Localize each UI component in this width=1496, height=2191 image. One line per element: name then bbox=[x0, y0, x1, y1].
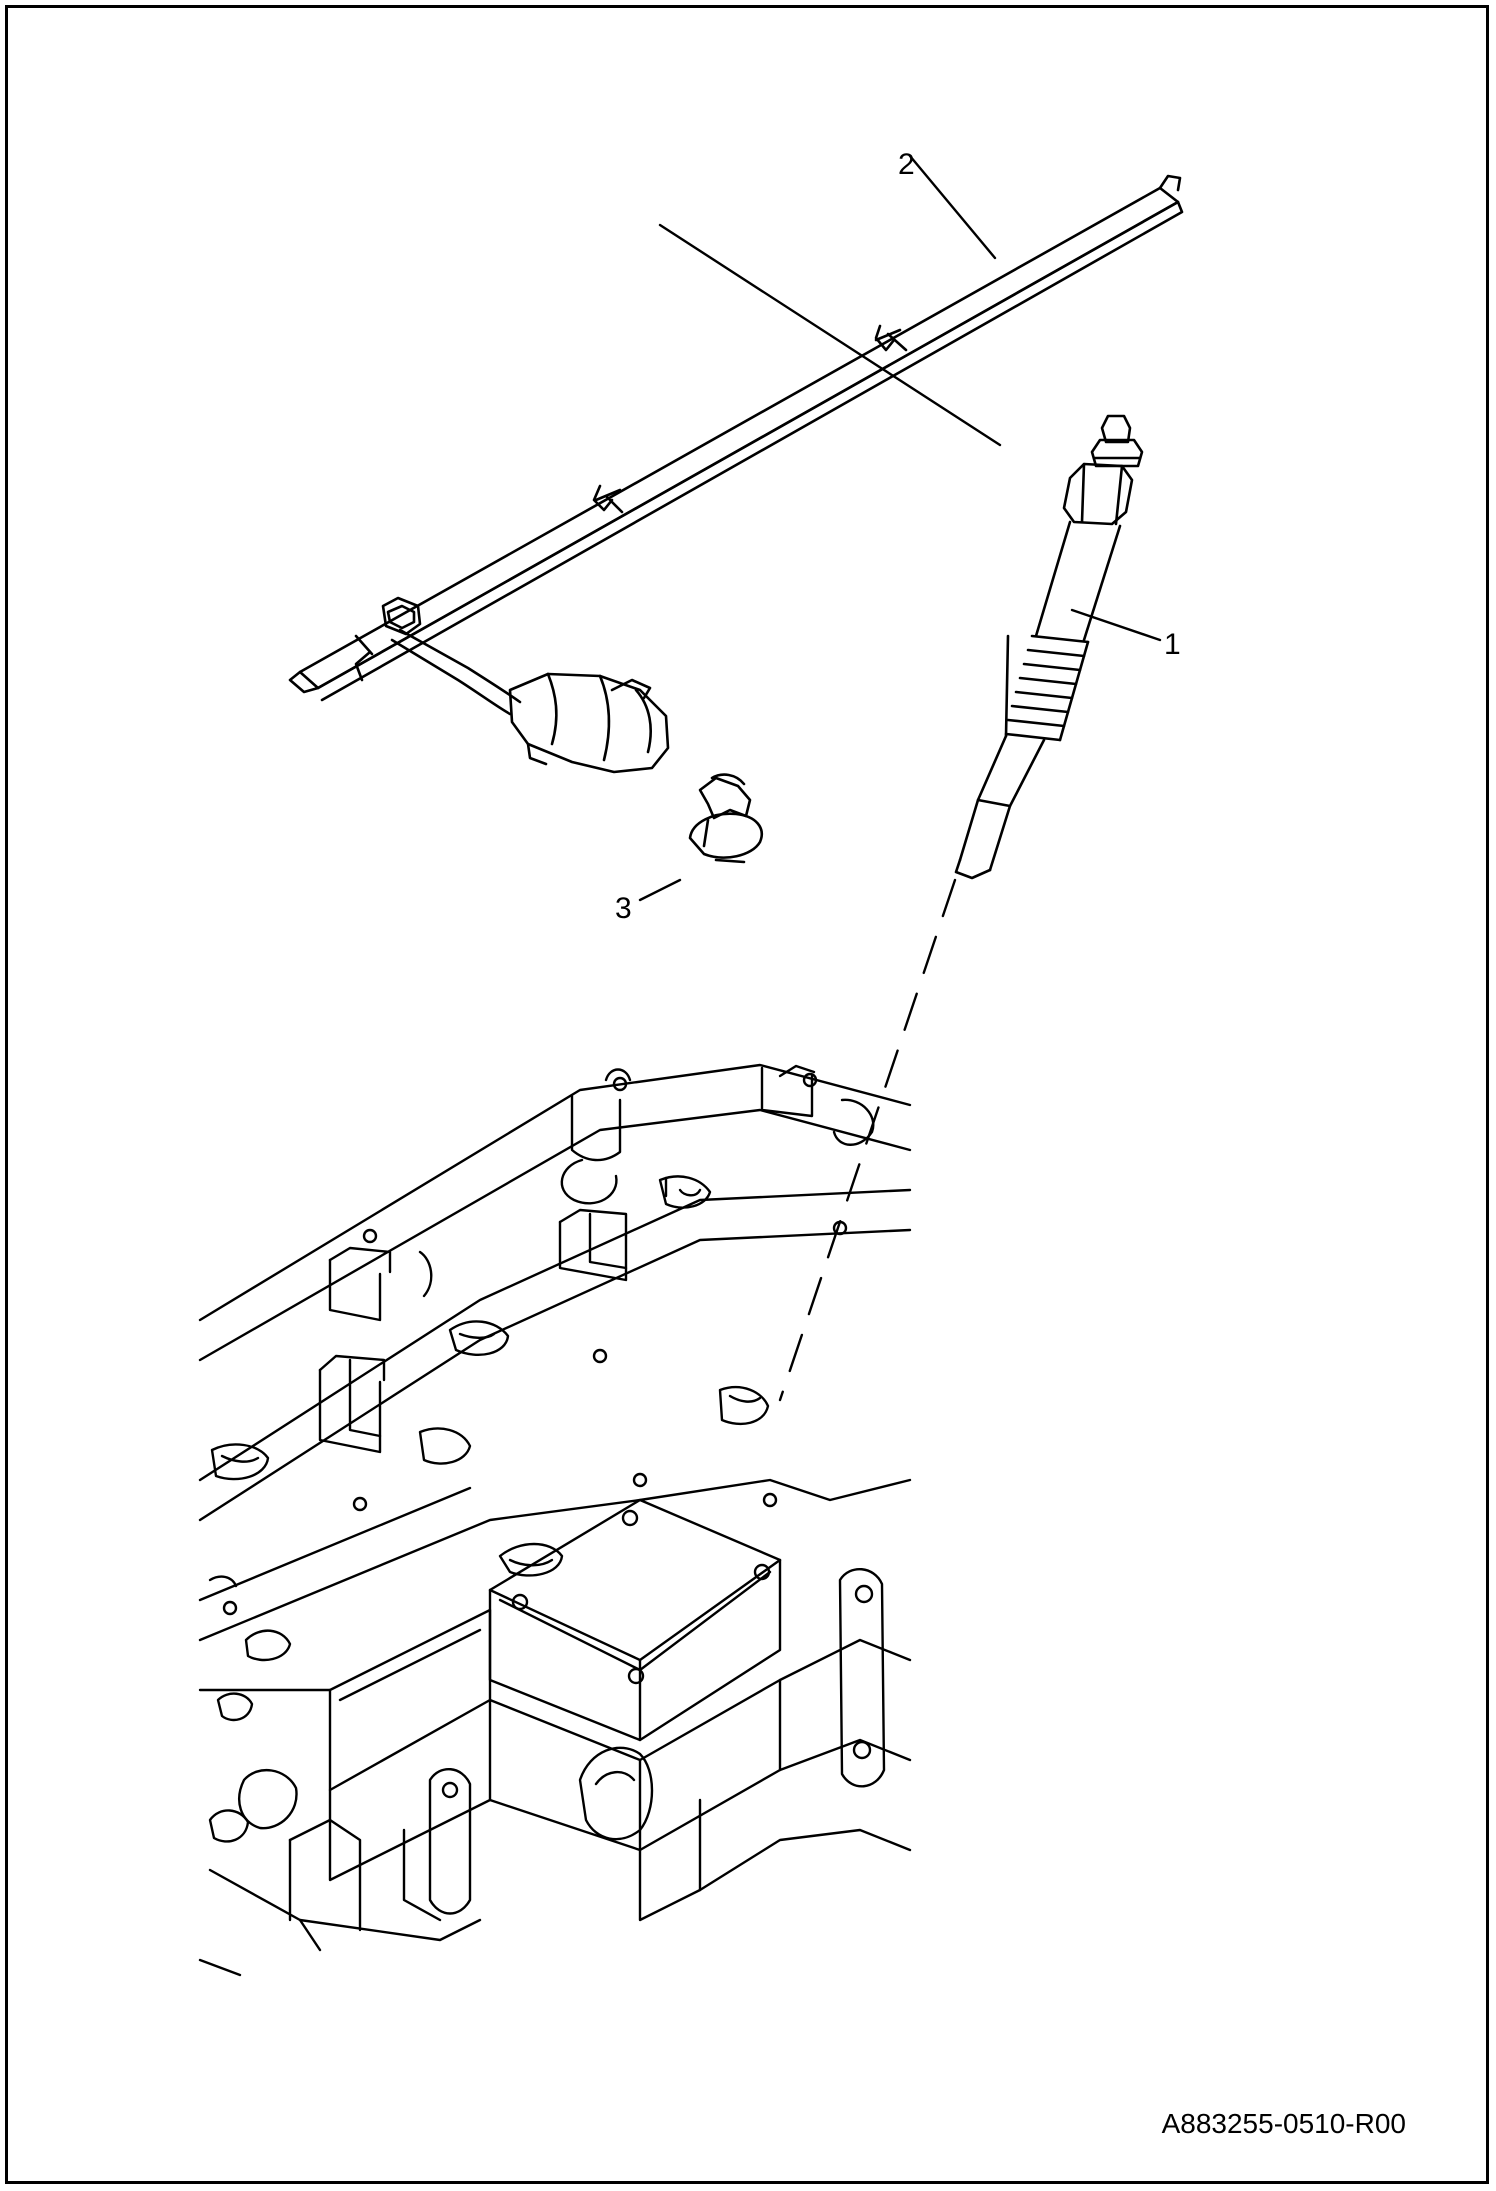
cylinder-head bbox=[198, 1063, 912, 1977]
leader-line-2b bbox=[908, 154, 997, 260]
diagram-frame bbox=[5, 5, 1489, 2184]
bus-bar-part bbox=[288, 174, 1184, 774]
glow-plug-part bbox=[954, 414, 1144, 880]
nut-part bbox=[688, 773, 763, 864]
leader-line-3 bbox=[638, 878, 682, 902]
callout-2: 2 bbox=[898, 148, 915, 181]
callout-3: 3 bbox=[615, 892, 632, 925]
callout-1: 1 bbox=[1164, 628, 1181, 661]
install-axis-dashed bbox=[778, 878, 957, 1402]
leader-line-2 bbox=[658, 223, 1002, 447]
document-id: A883255-0510-R00 bbox=[1161, 2108, 1406, 2139]
leader-line-1 bbox=[1070, 608, 1162, 642]
